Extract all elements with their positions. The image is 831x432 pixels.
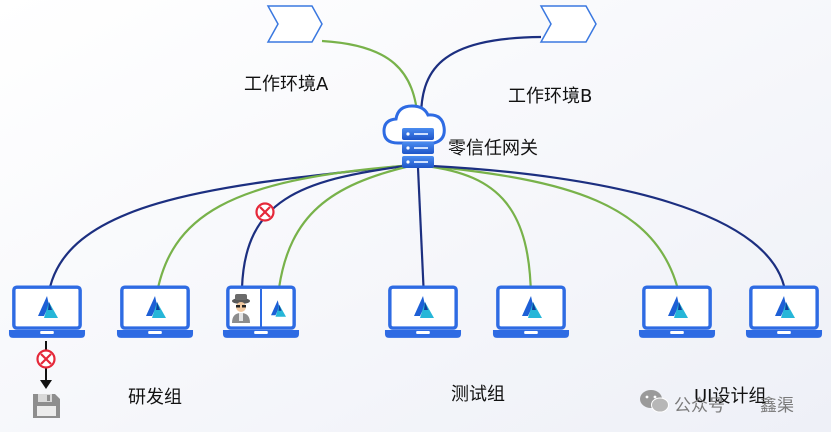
floppy-disk-icon <box>33 394 60 418</box>
watermark-author: 鑫渠 <box>760 396 794 416</box>
blocked-export-icon <box>36 349 56 369</box>
gateway-label: 零信任网关 <box>448 138 538 159</box>
untrusted-user-icon <box>232 294 250 323</box>
laptop-dev-1 <box>8 285 86 340</box>
env-a-label: 工作环境A <box>244 74 329 95</box>
laptop-ui-1 <box>638 285 716 340</box>
laptop-test-1 <box>384 285 462 340</box>
laptop-dev-3-split <box>222 285 300 340</box>
link-laptop-3-green <box>277 164 411 289</box>
link-laptop-5 <box>424 164 533 299</box>
env-b-label: 工作环境B <box>508 86 593 107</box>
laptop-ui-2 <box>745 285 823 340</box>
group-ui-label: UI设计组 <box>694 386 767 407</box>
link-gateway-env-b <box>419 35 542 123</box>
watermark-source: 公众号 <box>674 396 725 416</box>
link-laptop-4 <box>416 167 426 299</box>
group-test-label: 测试组 <box>451 384 505 405</box>
env-b-shape <box>539 5 597 43</box>
group-dev-label: 研发组 <box>128 387 182 408</box>
env-a-shape <box>266 5 323 43</box>
blocked-access-icon <box>255 202 275 222</box>
link-laptop-2 <box>154 164 403 299</box>
gateway-server-icon <box>382 104 446 168</box>
export-arrow-head <box>40 380 52 389</box>
laptop-dev-2 <box>116 285 194 340</box>
wechat-icon <box>640 390 669 413</box>
link-laptop-3-blocked <box>240 164 406 289</box>
laptop-test-2 <box>492 285 570 340</box>
link-laptop-7 <box>431 164 788 299</box>
link-laptop-6 <box>429 164 682 299</box>
